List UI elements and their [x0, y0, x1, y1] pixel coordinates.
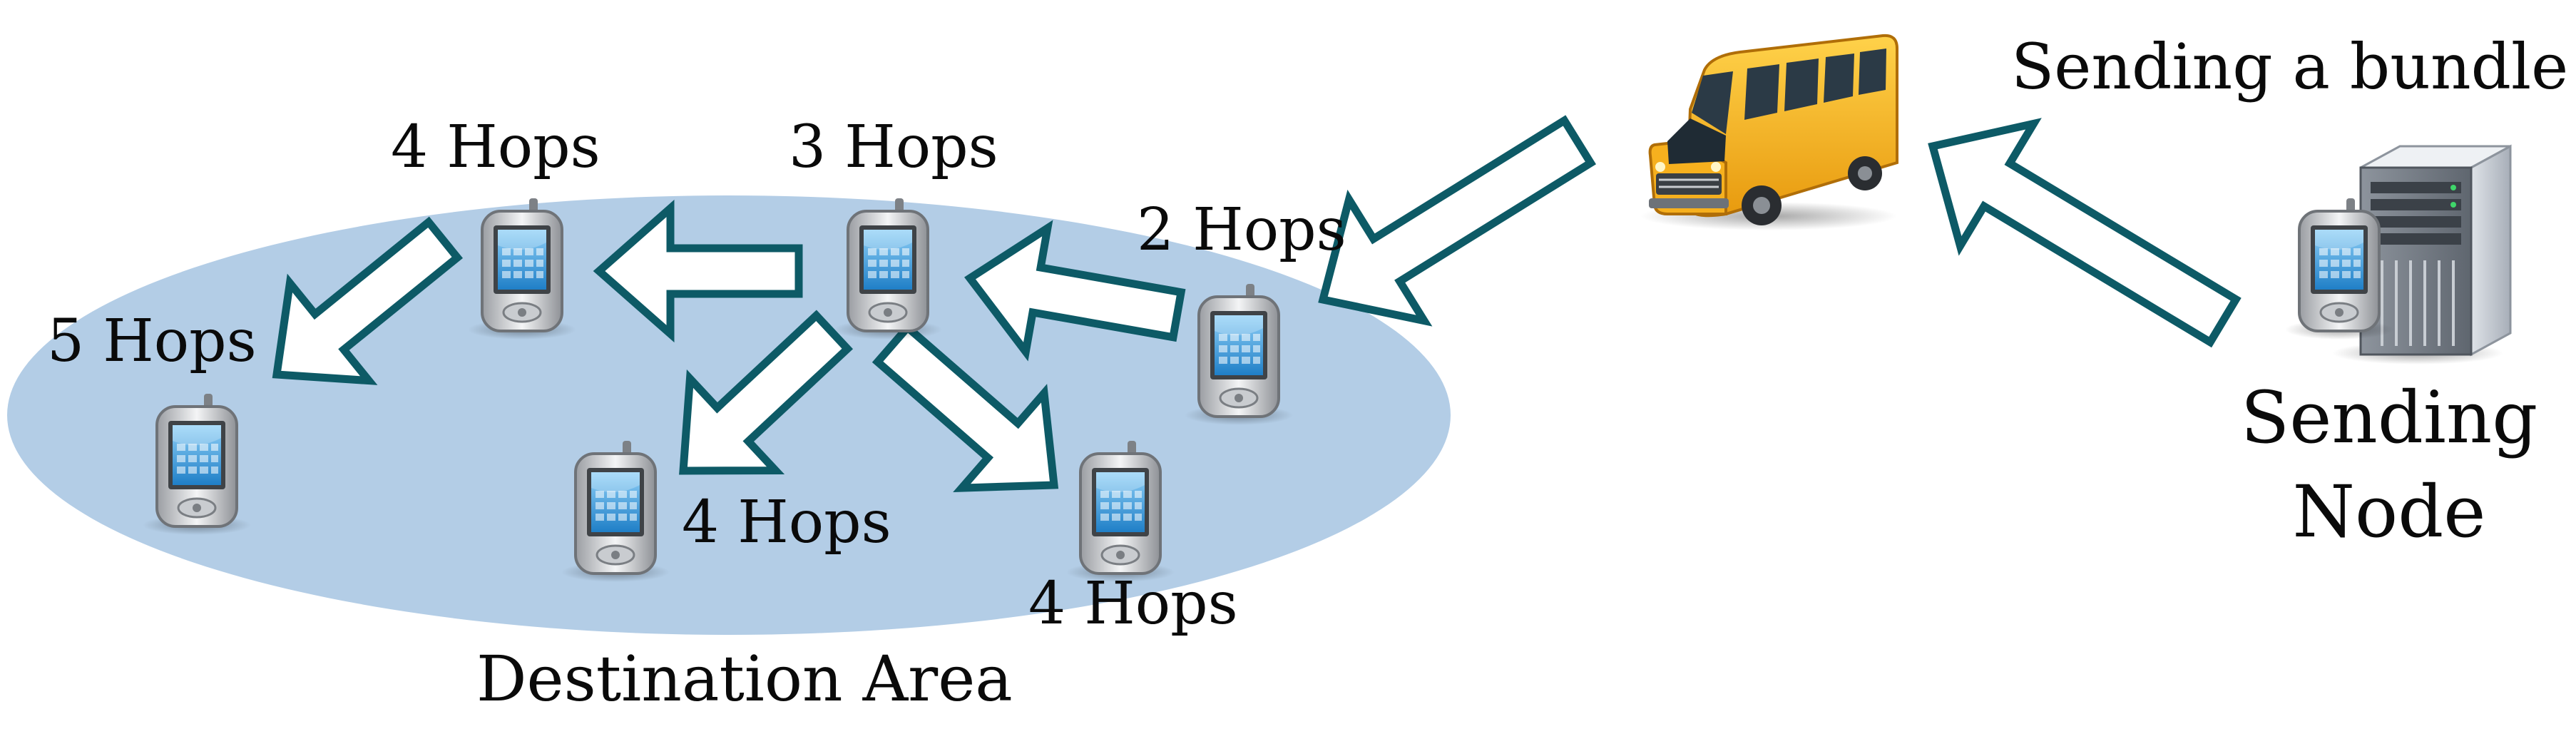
- arrow-bus-to-2hops: [1318, 115, 1596, 327]
- destination-area-label: Destination Area: [476, 642, 1013, 715]
- pda-icon: [1183, 282, 1294, 427]
- arrow-3hops-to-4hops-right: [872, 322, 1059, 492]
- arrow-2hops-to-3hops: [964, 220, 1186, 362]
- sending-node-label: Sending Node: [2225, 371, 2553, 559]
- pda-icon: [2284, 197, 2395, 341]
- diagram-title: Sending a bundle: [2011, 30, 2569, 103]
- pda-icon: [832, 197, 944, 341]
- pda-icon: [1065, 439, 1176, 583]
- pda-icon: [560, 439, 671, 583]
- arrow-server-to-bus: [1928, 118, 2242, 348]
- arrow-3hops-to-4hops-top: [593, 199, 803, 343]
- pda-icon: [141, 392, 252, 536]
- hop-label-2: 2 Hops: [1137, 196, 1346, 264]
- sending-node-line-2: Node: [2292, 470, 2486, 554]
- hop-label-4-top: 4 Hops: [391, 113, 600, 181]
- hop-label-3: 3 Hops: [789, 113, 998, 181]
- pda-icon: [466, 197, 578, 341]
- sending-node-line-1: Sending: [2240, 376, 2538, 459]
- hop-label-5: 5 Hops: [47, 307, 257, 375]
- hop-label-4-mid: 4 Hops: [682, 489, 891, 556]
- arrow-4hops-to-5hops: [272, 216, 464, 385]
- hop-label-4-right: 4 Hops: [1028, 570, 1238, 638]
- bus-icon: [1640, 34, 1898, 230]
- arrow-3hops-to-4hops-mid: [679, 310, 854, 475]
